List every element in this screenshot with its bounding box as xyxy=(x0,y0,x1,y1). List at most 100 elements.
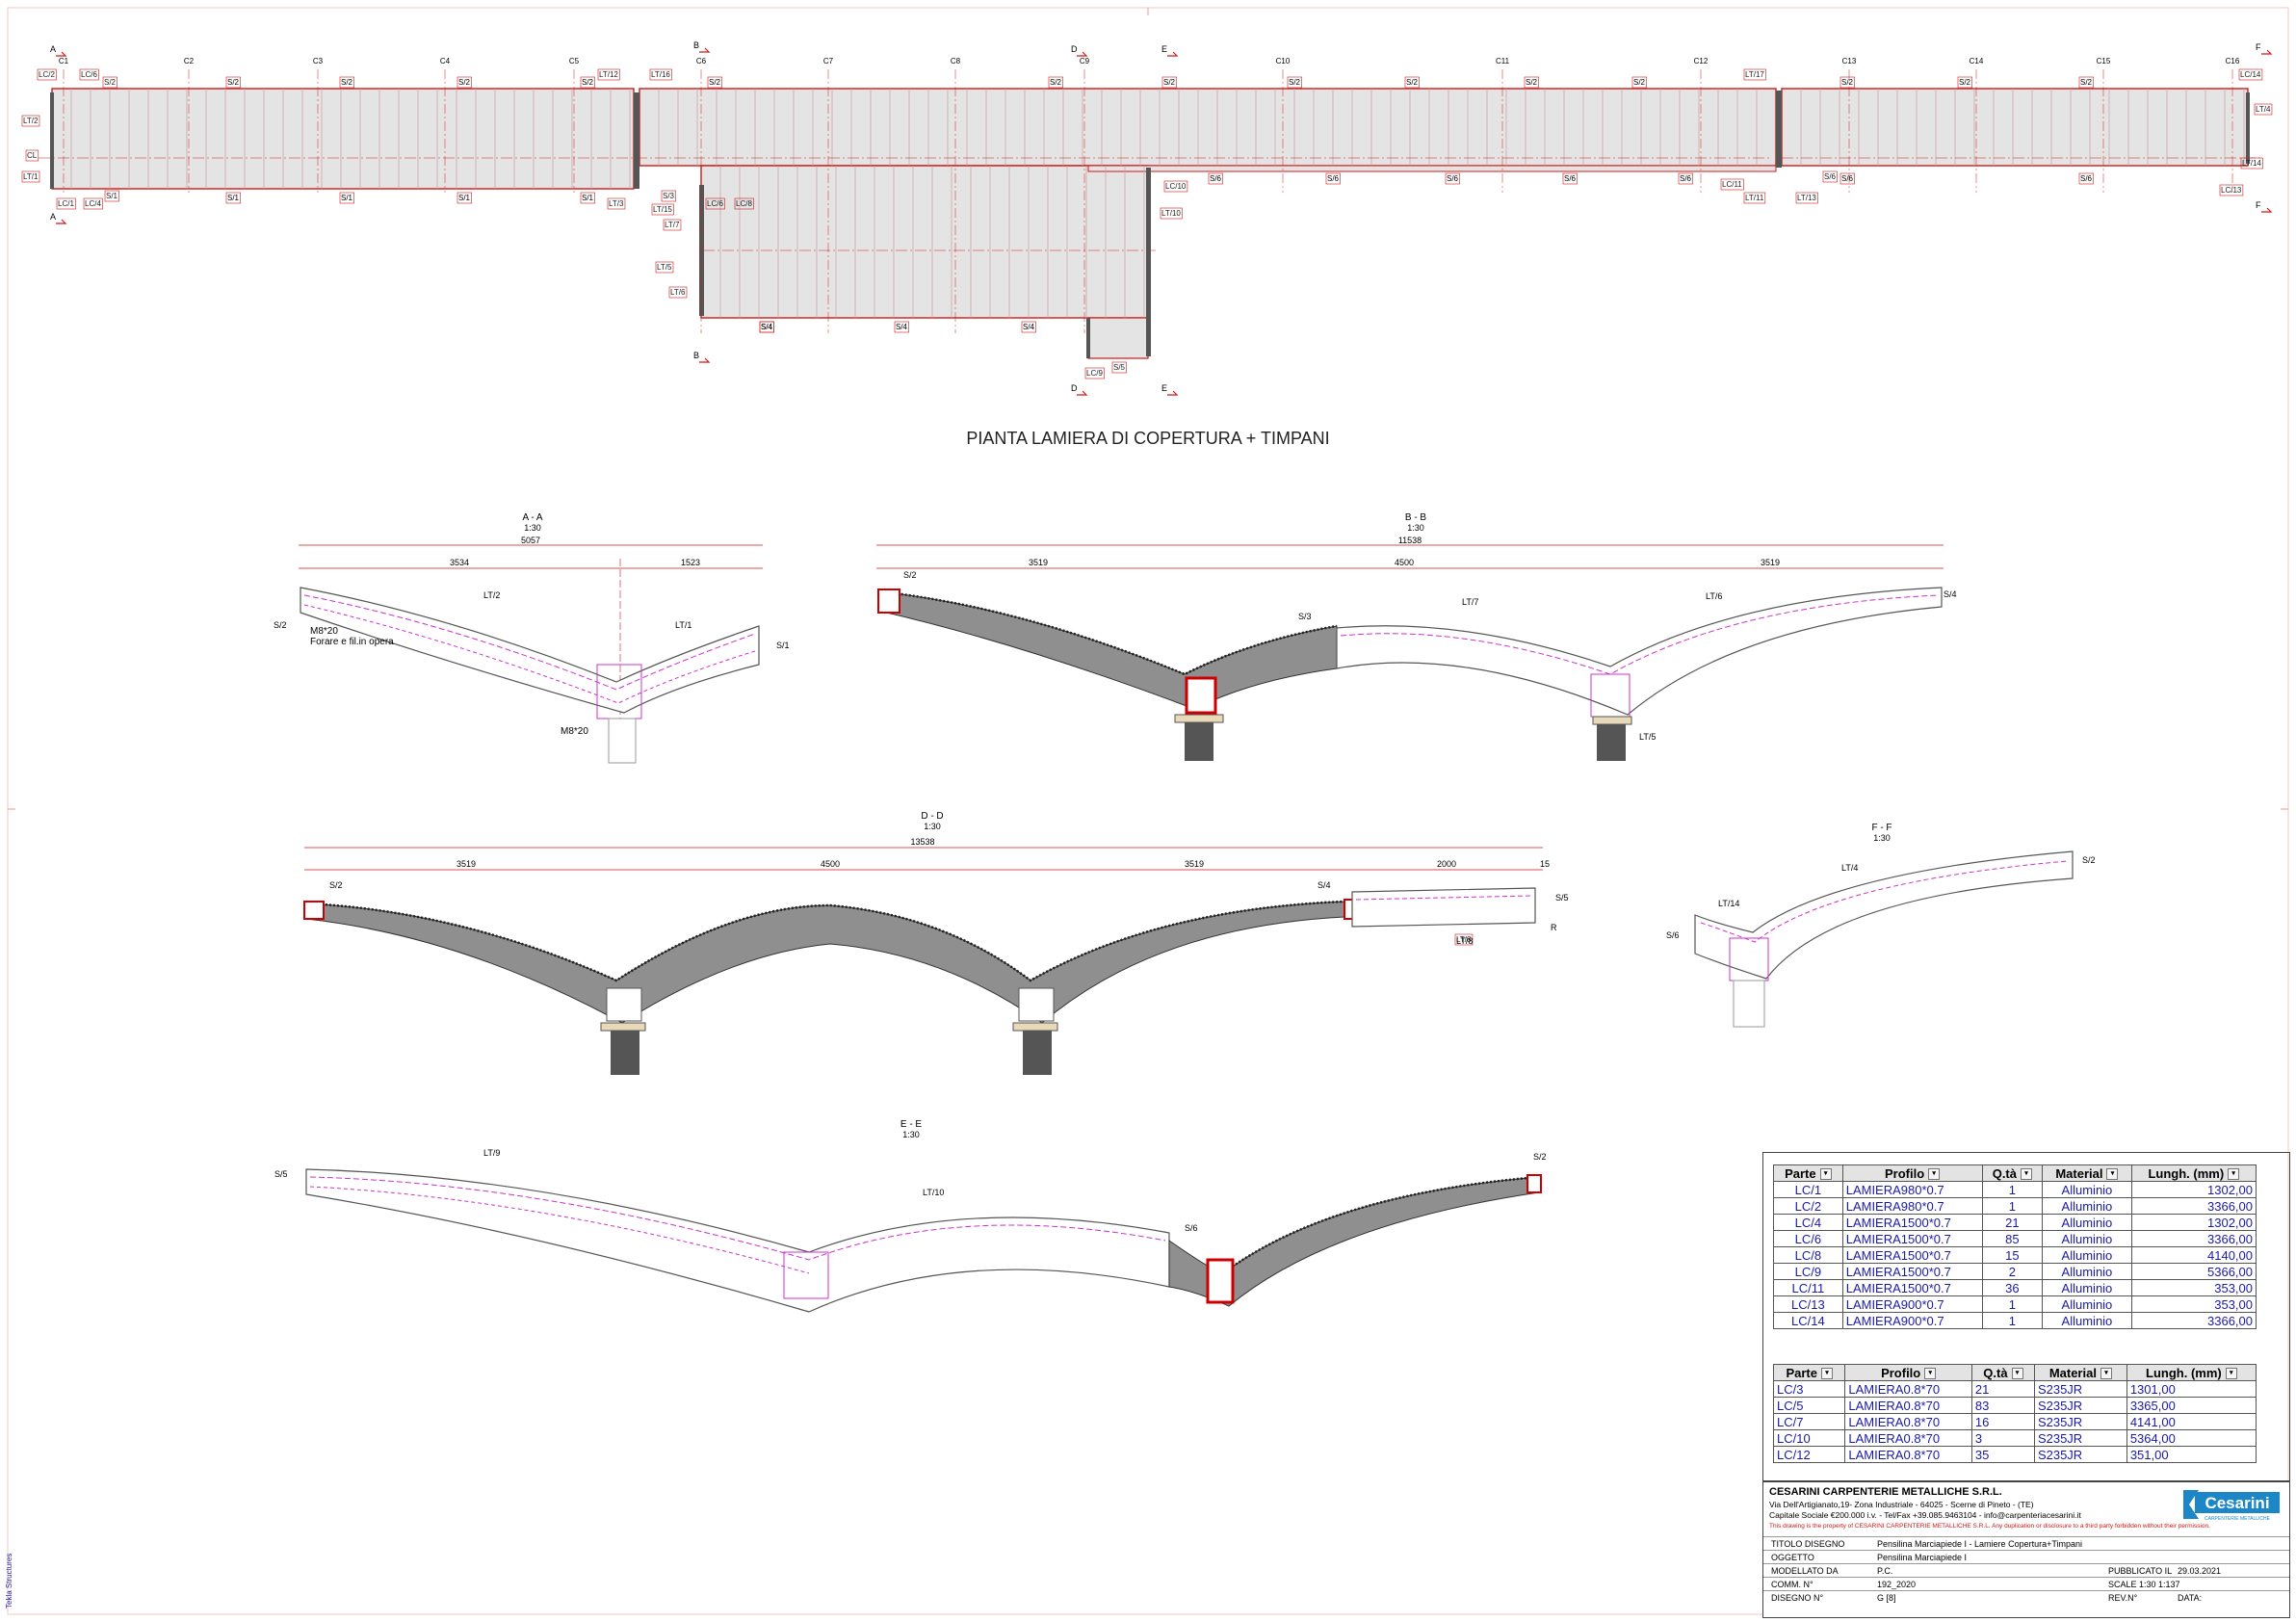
plan-tag: S/2 xyxy=(1050,78,1062,87)
svg-text:S/2: S/2 xyxy=(903,570,917,580)
plan-tag: S/2 xyxy=(582,78,594,87)
svg-text:B - B: B - B xyxy=(1405,512,1427,523)
plan-tag: LT/11 xyxy=(1745,194,1764,202)
svg-text:S/2: S/2 xyxy=(274,620,287,630)
data-label: DATA: xyxy=(2178,1593,2203,1603)
plan-tag: LT/5 xyxy=(657,263,672,272)
plan-tag: S/3 xyxy=(663,192,675,200)
plan-tag: S/2 xyxy=(341,78,353,87)
bom-cell: Alluminio xyxy=(2042,1181,2132,1198)
pubblicato-label: PUBBLICATO IL xyxy=(2108,1566,2173,1576)
filter-dropdown-icon[interactable]: ▾ xyxy=(2228,1168,2240,1181)
filter-dropdown-icon[interactable]: ▾ xyxy=(2100,1368,2112,1380)
filter-dropdown-icon[interactable]: ▾ xyxy=(2225,1368,2237,1380)
plan-tag: S/2 xyxy=(1289,78,1301,87)
bom-header-cell[interactable]: Q.tà▾ xyxy=(1981,1164,2044,1182)
svg-text:1:30: 1:30 xyxy=(1407,523,1424,533)
plan-tag: S/6 xyxy=(1680,174,1692,183)
section-mark: D xyxy=(1071,44,1078,54)
bom-header-cell[interactable]: Profilo▾ xyxy=(1841,1164,1983,1182)
bom-header-cell[interactable]: Material▾ xyxy=(2033,1364,2127,1381)
filter-dropdown-icon[interactable]: ▾ xyxy=(2021,1168,2032,1181)
bom-cell: S235JR xyxy=(2033,1429,2127,1447)
section-mark: E xyxy=(1161,383,1167,393)
bom-cell: Alluminio xyxy=(2042,1197,2132,1215)
svg-text:LT/8: LT/8 xyxy=(1456,936,1473,946)
bom-cell: LC/14 xyxy=(1773,1312,1843,1329)
grid-label: C14 xyxy=(1970,57,1984,65)
bom-header-cell[interactable]: Lungh. (mm)▾ xyxy=(2126,1364,2257,1381)
bom-cell: S235JR xyxy=(2033,1446,2127,1463)
section-mark: B xyxy=(693,351,699,360)
section-mark: D xyxy=(1071,383,1078,393)
plan-tag: S/1 xyxy=(458,194,471,202)
bom-header-cell[interactable]: Material▾ xyxy=(2042,1164,2132,1182)
filter-dropdown-icon[interactable]: ▾ xyxy=(1928,1168,1941,1181)
bom-header-cell[interactable]: Parte▾ xyxy=(1773,1164,1843,1182)
filter-dropdown-icon[interactable]: ▾ xyxy=(2011,1368,2023,1380)
plan-title: PIANTA LAMIERA DI COPERTURA + TIMPANI xyxy=(966,429,1329,448)
section-mark: E xyxy=(1161,44,1167,54)
bom-header-cell[interactable]: Parte▾ xyxy=(1772,1364,1846,1381)
section-b-b: B - B 1:30 11538 3519 4500 3519 S/2 S/3 … xyxy=(876,512,1957,761)
bom-header-cell[interactable]: Profilo▾ xyxy=(1844,1364,1972,1381)
comm-label: COMM. N° xyxy=(1771,1580,1813,1589)
svg-text:3519: 3519 xyxy=(1185,859,1204,869)
bom-cell: LAMIERA0.8*70 xyxy=(1844,1413,1972,1430)
bom-cell: 16 xyxy=(1970,1413,2035,1430)
bom-steel-table: Parte▾Profilo▾Q.tà▾Material▾Lungh. (mm)▾… xyxy=(1772,1364,2257,1463)
bom-cell: LC/5 xyxy=(1772,1397,1846,1414)
plan-tag: S/2 xyxy=(1163,78,1176,87)
plan-tag: LT/4 xyxy=(2256,105,2271,114)
plan-tag: LC/6 xyxy=(707,199,723,208)
plan-tag: S/6 xyxy=(1447,174,1459,183)
bom-cell: LAMIERA1500*0.7 xyxy=(1841,1279,1983,1296)
plan-tag: LT/8 xyxy=(1456,935,1472,944)
bom-cell: LAMIERA1500*0.7 xyxy=(1841,1246,1983,1264)
bom-header-cell[interactable]: Lungh. (mm)▾ xyxy=(2130,1164,2257,1182)
bom-cell: LC/12 xyxy=(1772,1446,1846,1463)
svg-text:LT/1: LT/1 xyxy=(675,620,691,630)
comm-value: 192_2020 xyxy=(1877,1580,1917,1589)
bom-cell: S235JR xyxy=(2033,1380,2127,1398)
filter-dropdown-icon[interactable]: ▾ xyxy=(1819,1168,1832,1181)
filter-dropdown-icon[interactable]: ▾ xyxy=(1924,1368,1937,1380)
plan-tag: S/6 xyxy=(1564,174,1577,183)
bom-cell: 3 xyxy=(1970,1429,2035,1447)
bom-cell: LC/9 xyxy=(1773,1263,1843,1280)
filter-dropdown-icon[interactable]: ▾ xyxy=(2106,1168,2119,1181)
plan-tag: LT/6 xyxy=(670,288,686,297)
bom-cell: 1 xyxy=(1981,1197,2044,1215)
plan-tag: S/6 xyxy=(1210,174,1222,183)
bom-cell: 1301,00 xyxy=(2126,1380,2257,1398)
svg-text:4500: 4500 xyxy=(821,859,840,869)
plan-tag: S/2 xyxy=(227,78,240,87)
svg-text:LT/10: LT/10 xyxy=(923,1188,944,1197)
section-mark: F xyxy=(2256,42,2261,52)
grid-label: C8 xyxy=(951,57,961,65)
svg-text:S/6: S/6 xyxy=(1666,930,1680,940)
plan-tag: LC/6 xyxy=(81,70,97,79)
svg-text:S/5: S/5 xyxy=(274,1169,288,1179)
svg-text:LT/9: LT/9 xyxy=(483,1148,500,1158)
svg-text:3519: 3519 xyxy=(1761,558,1780,567)
grid-label: C13 xyxy=(1842,57,1857,65)
svg-text:1523: 1523 xyxy=(681,558,700,567)
grid-label: C6 xyxy=(696,57,707,65)
bom-cell: LC/8 xyxy=(1773,1246,1843,1264)
plan-tag: LT/3 xyxy=(609,199,624,208)
bom-header-cell[interactable]: Q.tà▾ xyxy=(1970,1364,2035,1381)
grid-label: C7 xyxy=(823,57,834,65)
svg-text:1:30: 1:30 xyxy=(902,1130,920,1139)
bom-cell: S235JR xyxy=(2033,1413,2127,1430)
bom-cell: LAMIERA0.8*70 xyxy=(1844,1429,1972,1447)
svg-text:CARPENTERIE METALLICHE: CARPENTERIE METALLICHE xyxy=(2205,1516,2271,1522)
plan-tag: S/2 xyxy=(104,78,117,87)
filter-dropdown-icon[interactable]: ▾ xyxy=(1820,1368,1833,1380)
grid-label: C9 xyxy=(1080,57,1090,65)
section-d-d: D - D 1:30 13538 3519 4500 3519 2000 15 … xyxy=(303,811,1569,1075)
plan-tag: S/2 xyxy=(709,78,721,87)
